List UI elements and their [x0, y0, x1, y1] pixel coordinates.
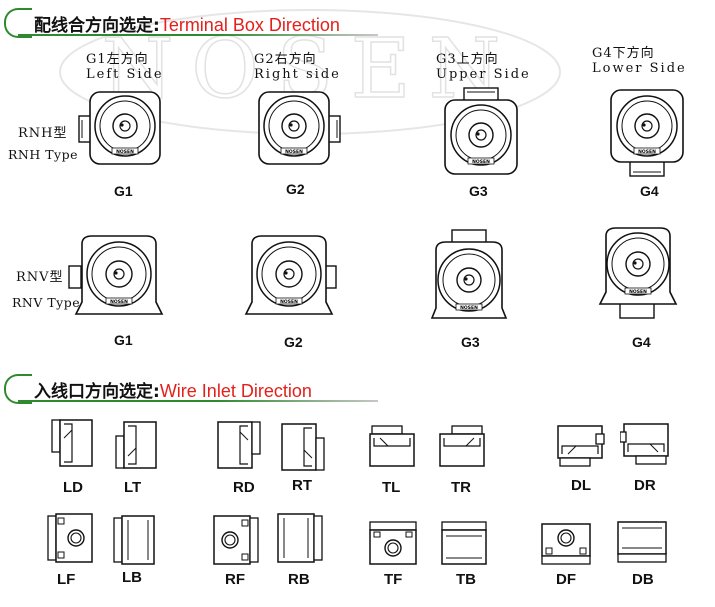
wire-title-cn: 入线口方向选定 — [34, 382, 153, 402]
motor-rnh-g2-drawing: NOSEN — [258, 91, 341, 165]
motor-rnv-g3-drawing: NOSEN — [430, 229, 508, 319]
terminal-title-colon: : — [153, 16, 160, 36]
brand-plate: NOSEN — [472, 159, 490, 165]
row-label-cn: RNH型 — [18, 126, 68, 141]
code-rb: RB — [288, 571, 310, 588]
code-rnh-g4: G4 — [640, 183, 659, 199]
wire-box-tr-drawing — [439, 425, 485, 467]
column-label-g4: G4下方向 Lower Side — [592, 42, 687, 76]
column-label-g3: G3上方向 Upper Side — [436, 48, 531, 82]
brand-plate: NOSEN — [629, 289, 647, 295]
code-db: DB — [632, 571, 654, 588]
column-label-g1: G1左方向 Left Side — [86, 48, 164, 82]
brand-plate: NOSEN — [460, 305, 478, 311]
code-df: DF — [556, 571, 576, 588]
heading-bracket-icon — [4, 374, 32, 404]
wire-box-lb-drawing — [113, 515, 155, 565]
code-lf: LF — [57, 571, 76, 588]
code-lb: LB — [122, 569, 142, 586]
wire-title-en: Wire Inlet Direction — [159, 381, 312, 401]
wire-box-lf-drawing — [47, 513, 93, 563]
wire-box-rf-drawing — [213, 515, 259, 565]
heading-bracket-icon — [4, 8, 32, 38]
code-dr: DR — [634, 477, 656, 494]
brand-plate: NOSEN — [280, 299, 298, 305]
motor-rnh-g1-drawing: NOSEN — [78, 91, 161, 165]
terminal-title-en: Terminal Box Direction — [159, 15, 340, 35]
code-rnv-g1: G1 — [114, 332, 133, 348]
motor-rnv-g2-drawing: NOSEN — [244, 235, 337, 315]
column-label-cn: G3上方向 — [436, 52, 499, 67]
wire-box-lt-drawing — [115, 421, 157, 469]
wire-box-dr-drawing — [620, 423, 669, 465]
wire-inlet-direction-heading: 入线口方向选定:Wire Inlet Direction — [4, 374, 384, 404]
row-label-en: RNV Type — [12, 295, 81, 310]
code-rt: RT — [292, 477, 312, 494]
brand-plate: NOSEN — [116, 149, 134, 155]
wire-box-rb-drawing — [277, 513, 323, 563]
code-tb: TB — [456, 571, 476, 588]
code-ld: LD — [63, 479, 83, 496]
column-label-cn: G2右方向 — [254, 52, 317, 67]
wire-box-tb-drawing — [441, 521, 487, 565]
row-label-rnh: RNH型 RNH Type — [8, 122, 78, 162]
code-rnh-g2: G2 — [286, 181, 305, 197]
code-dl: DL — [571, 477, 591, 494]
code-tr: TR — [451, 479, 471, 496]
column-label-en: Upper Side — [436, 67, 531, 82]
motor-rnv-g1-drawing: NOSEN — [68, 235, 164, 315]
brand-plate: NOSEN — [285, 149, 303, 155]
brand-plate: NOSEN — [110, 299, 128, 305]
column-label-en: Lower Side — [592, 61, 687, 76]
brand-plate: NOSEN — [638, 149, 656, 155]
row-label-en: RNH Type — [8, 147, 79, 162]
column-label-g2: G2右方向 Right side — [254, 48, 341, 82]
wire-box-db-drawing — [617, 521, 667, 563]
row-label-rnv: RNV型 RNV Type — [12, 266, 80, 310]
heading-underline — [18, 34, 378, 36]
code-rnv-g3: G3 — [461, 334, 480, 350]
terminal-title-cn: 配线合方向选定 — [34, 16, 153, 36]
code-rd: RD — [233, 479, 255, 496]
code-rf: RF — [225, 571, 245, 588]
terminal-box-direction-heading: 配线合方向选定:Terminal Box Direction — [4, 8, 384, 38]
column-label-cn: G1左方向 — [86, 52, 149, 67]
wire-box-tf-drawing — [369, 521, 417, 565]
wire-box-df-drawing — [541, 523, 591, 565]
wire-title-colon: : — [153, 382, 160, 402]
code-rnh-g3: G3 — [469, 183, 488, 199]
column-label-en: Left Side — [86, 67, 164, 82]
wire-box-rt-drawing — [281, 423, 325, 471]
code-tl: TL — [382, 479, 401, 496]
motor-rnh-g3-drawing: NOSEN — [444, 87, 518, 175]
code-lt: LT — [124, 479, 142, 496]
wire-box-ld-drawing — [51, 419, 93, 467]
wire-box-dl-drawing — [557, 425, 605, 467]
wire-box-rd-drawing — [217, 421, 261, 469]
code-rnv-g4: G4 — [632, 334, 651, 350]
code-tf: TF — [384, 571, 403, 588]
heading-underline — [18, 400, 378, 402]
code-rnh-g1: G1 — [114, 183, 133, 199]
motor-rnv-g4-drawing: NOSEN — [598, 227, 678, 319]
code-rnv-g2: G2 — [284, 334, 303, 350]
wire-box-tl-drawing — [369, 425, 415, 467]
column-label-en: Right side — [254, 67, 341, 82]
motor-rnh-g4-drawing: NOSEN — [610, 89, 684, 177]
column-label-cn: G4下方向 — [592, 46, 655, 61]
row-label-cn: RNV型 — [16, 270, 64, 285]
